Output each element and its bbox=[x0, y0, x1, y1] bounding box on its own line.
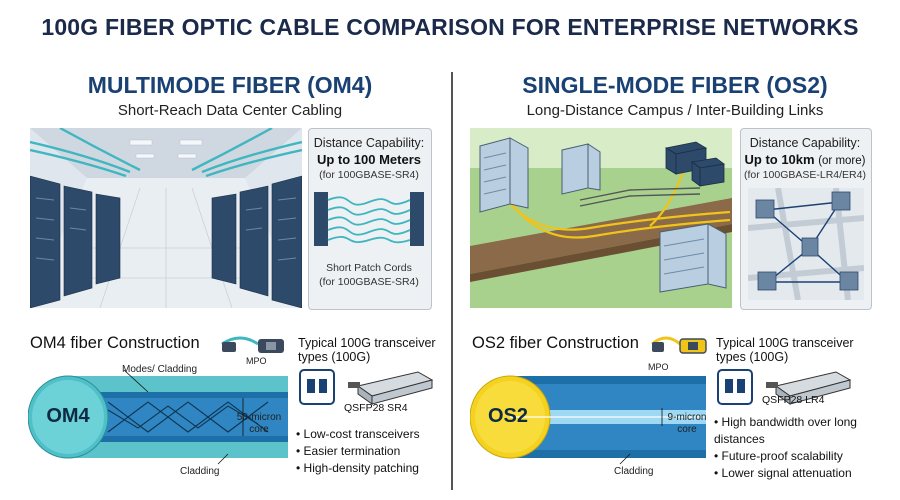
os2-transceiver-heading-line1: Typical 100G transceiver bbox=[716, 336, 854, 350]
om4-transceiver-heading-line2: types (100G) bbox=[298, 350, 371, 364]
os2-cladding-label: Cladding bbox=[614, 466, 654, 477]
os2-core-label-1: 9-micron bbox=[667, 412, 707, 423]
os2-benefits-list: High bandwidth over long distances Futur… bbox=[714, 414, 874, 482]
multimode-subtitle: Short-Reach Data Center Cabling bbox=[117, 102, 343, 119]
singlemode-capability-suffix: (or more) bbox=[818, 155, 866, 167]
om4-core-label-2: core bbox=[249, 424, 269, 435]
os2-benefit-item: Future-proof scalability bbox=[714, 448, 874, 465]
qsfp28-lr4-module-icon bbox=[717, 369, 852, 405]
patch-cord-illustration bbox=[314, 192, 424, 246]
om4-benefit-item: High-density patching bbox=[296, 460, 446, 477]
multimode-title: MULTIMODE FIBER (OM4) bbox=[87, 72, 373, 98]
om4-benefits-list: Low-cost transceivers Easier termination… bbox=[296, 426, 446, 477]
om4-transceiver-heading-line1: Typical 100G transceiver bbox=[298, 336, 436, 350]
om4-fiber-diagram bbox=[28, 369, 288, 465]
os2-benefit-item: High bandwidth over long distances bbox=[714, 414, 874, 448]
om4-construction-title: OM4 fiber Construction bbox=[30, 334, 200, 352]
campus-map-icon bbox=[748, 188, 864, 300]
column-divider bbox=[451, 72, 453, 490]
singlemode-capability-note: (for 100GBASE-LR4/ER4) bbox=[744, 169, 866, 181]
patch-note-line2: (for 100GBASE-SR4) bbox=[319, 276, 419, 288]
om4-cladding-label: Cladding bbox=[180, 466, 220, 477]
singlemode-capability-label: Distance Capability: bbox=[749, 136, 861, 150]
os2-transceiver-heading-line2: types (100G) bbox=[716, 350, 789, 364]
om4-modes-label: Modes/ Cladding bbox=[122, 364, 198, 375]
om4-connector-label: MPO bbox=[246, 356, 267, 366]
mpo-connector-icon bbox=[651, 336, 707, 354]
multimode-capability-label: Distance Capability: bbox=[313, 136, 425, 150]
os2-benefit-item: Lower signal attenuation bbox=[714, 465, 874, 482]
singlemode-title: SINGLE-MODE FIBER (OS2) bbox=[522, 72, 828, 98]
singlemode-capability-value: Up to 10km (or more) bbox=[744, 152, 866, 167]
patch-note-line1: Short Patch Cords bbox=[326, 262, 412, 274]
om4-benefit-item: Low-cost transceivers bbox=[296, 426, 446, 443]
os2-fiber-label: OS2 bbox=[487, 405, 529, 427]
om4-fiber-label: OM4 bbox=[46, 405, 90, 427]
om4-transceiver-model: QSFP28 SR4 bbox=[344, 402, 408, 414]
om4-benefit-item: Easier termination bbox=[296, 443, 446, 460]
os2-transceiver-heading: Typical 100G transceiver types (100G) bbox=[716, 336, 866, 364]
singlemode-subtitle: Long-Distance Campus / Inter-Building Li… bbox=[526, 102, 824, 119]
mpo-connector-icon bbox=[221, 336, 284, 353]
os2-construction-title: OS2 fiber Construction bbox=[472, 334, 639, 352]
os2-connector-label: MPO bbox=[648, 362, 669, 372]
os2-transceiver-model: QSFP28 LR4 bbox=[762, 394, 825, 406]
multimode-capability-value: Up to 100 Meters bbox=[316, 152, 422, 167]
qsfp28-sr4-module-icon bbox=[299, 369, 434, 405]
os2-fiber-diagram bbox=[470, 375, 706, 465]
campus-illustration bbox=[470, 128, 732, 308]
om4-transceiver-heading: Typical 100G transceiver types (100G) bbox=[298, 336, 448, 364]
om4-core-label-1: 50-micron bbox=[236, 412, 282, 423]
multimode-capability-note: (for 100GBASE-SR4) bbox=[319, 169, 419, 181]
data-center-illustration bbox=[30, 128, 302, 308]
os2-core-label-2: core bbox=[677, 424, 697, 435]
main-title: 100G FIBER OPTIC CABLE COMPARISON FOR EN… bbox=[41, 14, 859, 40]
